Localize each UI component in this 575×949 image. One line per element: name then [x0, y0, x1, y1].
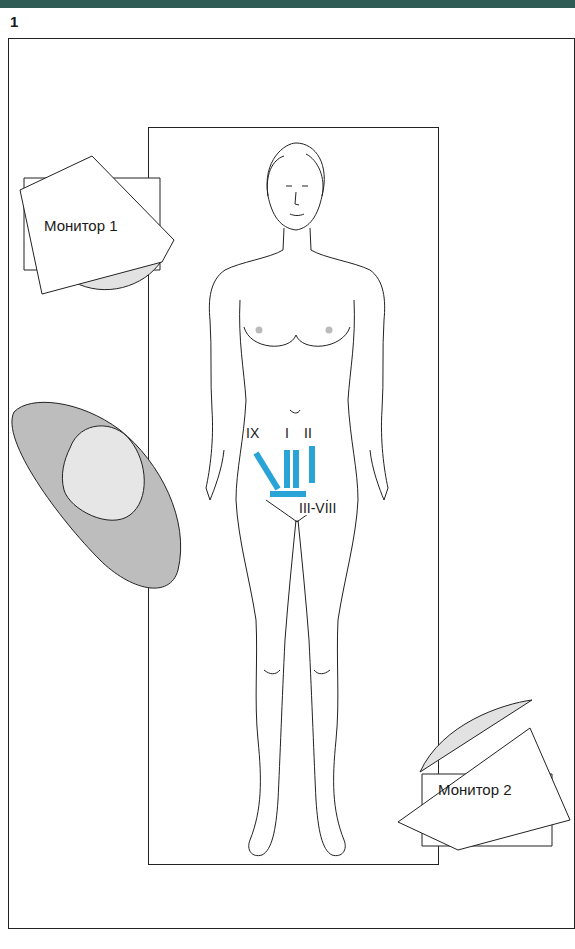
incision-marks [256, 446, 312, 494]
monitor: Монитор 1 [14, 148, 179, 300]
frame [9, 39, 575, 929]
monitor: Монитор 2 [392, 694, 572, 854]
figure-number: 1 [10, 14, 18, 29]
monitor-label: Монитор 1 [44, 218, 118, 233]
port-number: II [304, 426, 312, 440]
port-number: IX [246, 426, 259, 440]
port-number: III-VIII [298, 501, 337, 515]
monitor-label: Монитор 2 [438, 782, 512, 797]
nipple [256, 327, 263, 334]
nipple [326, 327, 333, 334]
monitor-outline [392, 694, 572, 854]
surgeon [12, 402, 181, 588]
patient-figure [206, 143, 388, 856]
top-band [0, 0, 575, 8]
port-number: I [285, 426, 289, 440]
monitor-part [20, 156, 174, 294]
monitor-part [398, 728, 570, 850]
operating-table [149, 128, 439, 865]
